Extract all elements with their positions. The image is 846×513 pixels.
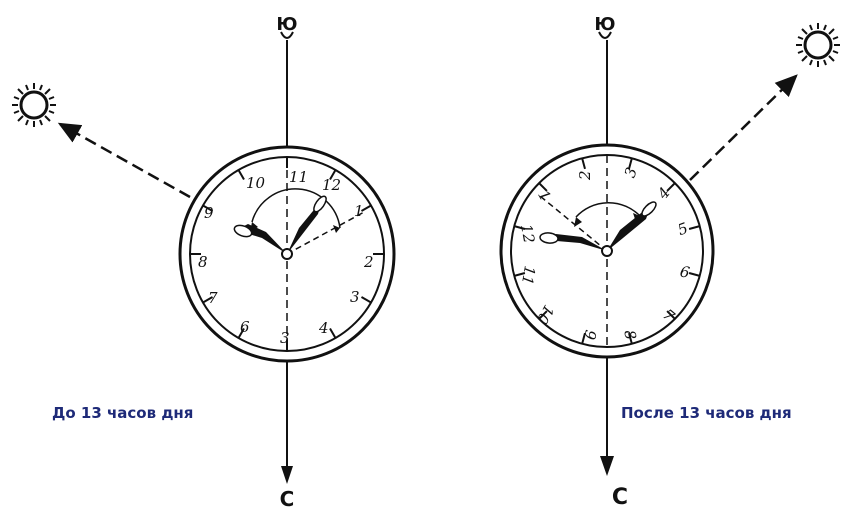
left-panel: Ю С [12, 14, 394, 511]
dial-number: 3 [280, 329, 290, 347]
dial-number: 2 [576, 170, 594, 181]
dial-number: 12 [322, 176, 341, 194]
dial-number: 11 [289, 168, 308, 186]
clock: 10 11 12 1 2 3 4 3 6 7 8 9 [180, 147, 394, 361]
right-panel: Ю С [501, 14, 840, 510]
dial-number: 9 [204, 204, 214, 222]
north-label: С [280, 487, 295, 511]
north-label: С [612, 485, 628, 510]
meridian-arrowhead [281, 466, 293, 484]
south-label: Ю [276, 14, 297, 35]
dial-number: 3 [350, 288, 360, 306]
sun-icon [796, 23, 840, 67]
dial-number: 4 [318, 319, 329, 337]
dial-number: 7 [208, 289, 218, 307]
sun-ray [690, 76, 796, 180]
clock-center [282, 249, 292, 259]
south-label: Ю [594, 14, 615, 35]
dial-number: 10 [246, 174, 266, 192]
dial-number: 1 [354, 202, 364, 220]
caption-after-13: После 13 часов дня [621, 404, 792, 422]
dial-number: 6 [240, 318, 250, 336]
dial-number: 8 [198, 253, 208, 271]
clock-center [602, 246, 612, 256]
dial-number: 2 [363, 253, 374, 271]
caption-before-13: До 13 часов дня [52, 404, 193, 422]
dial-number: 11 [518, 264, 539, 286]
dial-number: 12 [517, 223, 538, 245]
clock: 2 3 4 5 6 7 8 9 10 11 12 1 [501, 145, 713, 357]
sun-icon [12, 83, 56, 127]
meridian-arrowhead [600, 456, 614, 476]
sun-ray [60, 124, 190, 197]
